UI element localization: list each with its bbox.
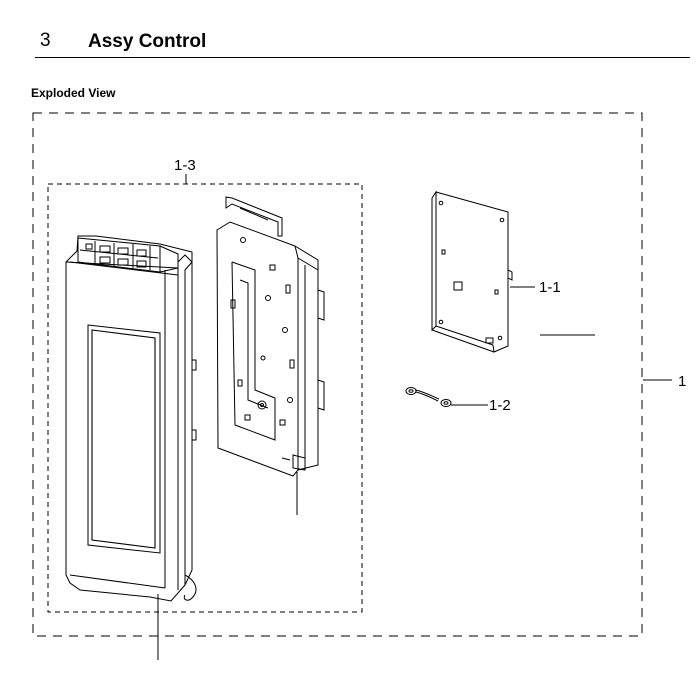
pcb-part xyxy=(431,190,513,353)
wire-part xyxy=(405,387,452,407)
header-rule xyxy=(35,57,690,58)
assembly-boundary xyxy=(32,112,643,637)
control-panel-part xyxy=(65,235,197,602)
callout-panel-group: 1-3 xyxy=(174,157,196,174)
callout-pcb: 1-1 xyxy=(539,279,561,296)
bracket-part xyxy=(216,196,325,477)
section-title: Assy Control xyxy=(88,31,207,52)
view-title: Exploded View xyxy=(31,86,116,100)
callout-assembly: 1 xyxy=(678,373,686,390)
section-number: 3 xyxy=(40,30,51,51)
callout-wire: 1-2 xyxy=(489,397,511,414)
panel-group-boundary xyxy=(47,183,363,613)
